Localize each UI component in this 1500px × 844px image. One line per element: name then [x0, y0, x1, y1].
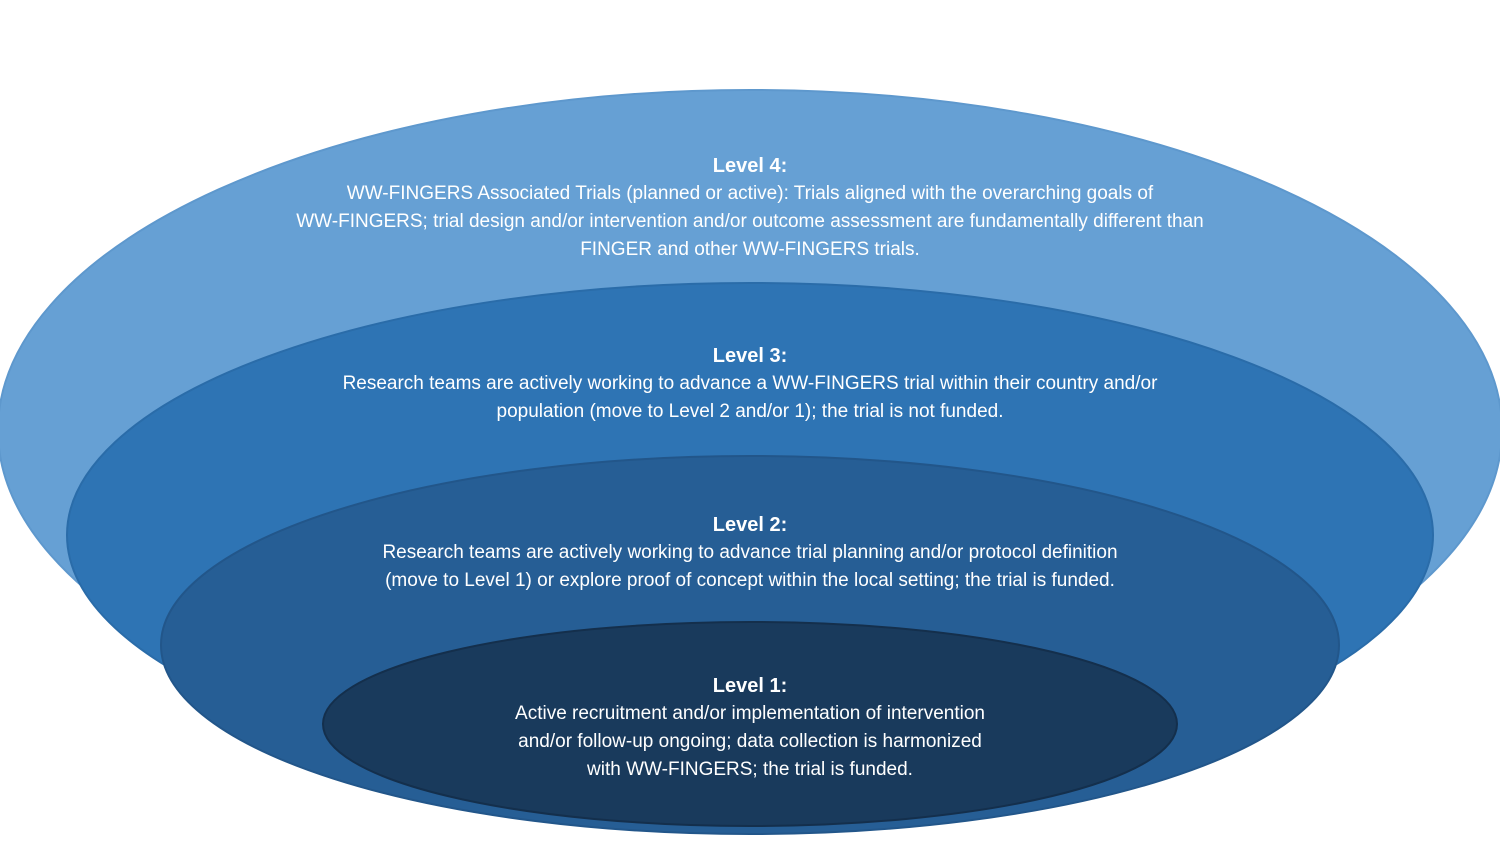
- level-4-label-block: Level 4: WW-FINGERS Associated Trials (p…: [0, 152, 1500, 264]
- level-2-text-line: Research teams are actively working to a…: [382, 542, 1118, 563]
- level-4-heading: Level 4:: [712, 155, 788, 177]
- level-1-text-line: with WW-FINGERS; the trial is funded.: [587, 759, 913, 780]
- level-3-label-block: Level 3: Research teams are actively wor…: [0, 342, 1500, 426]
- level-1-text-line: Active recruitment and/or implementation…: [515, 703, 985, 724]
- level-2-heading: Level 2:: [712, 514, 788, 536]
- level-2-label-block: Level 2: Research teams are actively wor…: [0, 511, 1500, 595]
- level-1-ellipse: [322, 621, 1178, 827]
- level-4-text-line: FINGER and other WW-FINGERS trials.: [580, 239, 920, 260]
- level-3-heading: Level 3:: [712, 345, 788, 367]
- level-2-text-line: (move to Level 1) or explore proof of co…: [385, 570, 1115, 591]
- level-4-text-line: WW-FINGERS Associated Trials (planned or…: [346, 183, 1154, 204]
- level-4-text-line: WW-FINGERS; trial design and/or interven…: [296, 211, 1204, 232]
- level-1-heading: Level 1:: [712, 675, 788, 697]
- level-3-text-line: Research teams are actively working to a…: [342, 373, 1158, 394]
- level-3-text-line: population (move to Level 2 and/or 1); t…: [496, 401, 1004, 422]
- level-1-label-block: Level 1: Active recruitment and/or imple…: [0, 672, 1500, 784]
- level-1-text-line: and/or follow-up ongoing; data collectio…: [518, 731, 982, 752]
